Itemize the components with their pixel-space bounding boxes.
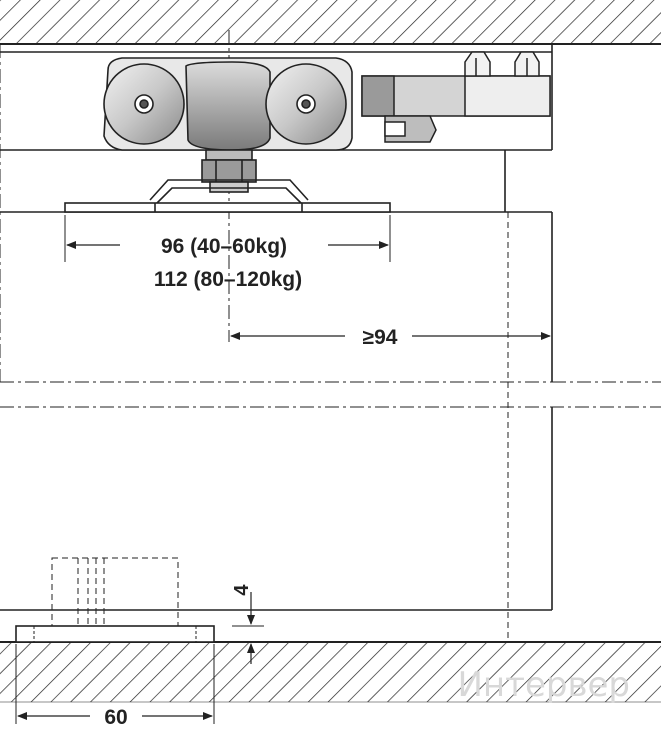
ceiling-section <box>0 0 661 45</box>
dimension-guide-width: 60 <box>15 644 215 729</box>
dimension-roller-spacing: 96 (40–60kg) 112 (80–120kg) <box>64 215 391 291</box>
watermark: Интервер <box>457 665 630 705</box>
guide-width-label: 60 <box>104 706 127 729</box>
dimension-floor-gap: 4 <box>231 584 264 664</box>
floor-guide <box>15 557 215 643</box>
dimension-min-clearance: ≥94 <box>230 326 551 349</box>
door-panel-lower <box>0 406 661 611</box>
roller-spacing-label-line2: 112 (80–120kg) <box>154 268 302 291</box>
min-clearance-label: ≥94 <box>363 326 398 349</box>
floor-gap-label: 4 <box>231 584 253 596</box>
mounting-plate <box>64 202 391 213</box>
roller-spacing-label-line1: 96 (40–60kg) <box>161 235 287 258</box>
door-panel-upper <box>0 211 661 383</box>
roller-carriage <box>64 57 391 213</box>
adjustment-nut-icon <box>201 159 257 183</box>
floor-guide-base-plate <box>15 625 215 643</box>
floor-section <box>0 641 661 703</box>
damper-unit <box>361 51 551 143</box>
